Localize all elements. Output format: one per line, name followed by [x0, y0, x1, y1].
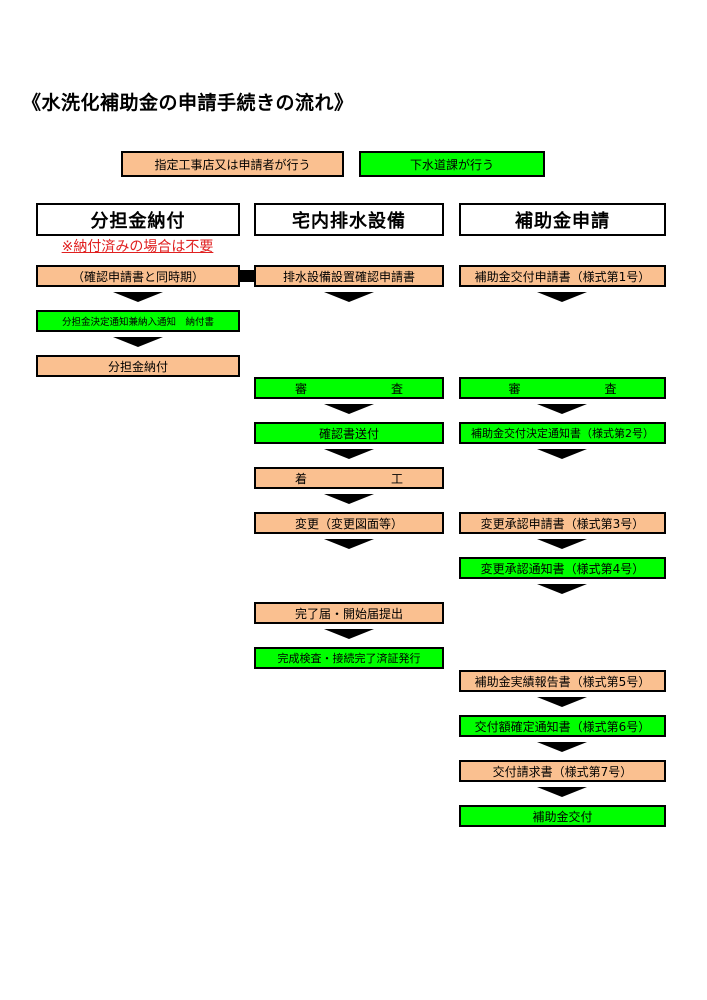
header-left-label: 分担金納付 [90, 210, 186, 232]
arrow-down-icon [537, 292, 587, 302]
right-step-5-label: 変更承認通知書（様式第4号） [480, 561, 645, 576]
right-step-9: 補助金交付 [459, 805, 666, 827]
right-step-1: 補助金交付申請書（様式第1号） [459, 265, 666, 287]
middle-step-2-label: 審 査 [294, 381, 423, 396]
header-right: 補助金申請 [459, 203, 666, 236]
arrow-down-icon [113, 337, 163, 347]
right-step-1-label: 補助金交付申請書（様式第1号） [474, 269, 651, 284]
right-step-6-label: 補助金実績報告書（様式第5号） [474, 674, 651, 689]
right-step-5: 変更承認通知書（様式第4号） [459, 557, 666, 579]
left-step-3: 分担金納付 [36, 355, 240, 377]
middle-step-5: 変更（変更図面等） [254, 512, 444, 534]
arrow-down-icon [537, 539, 587, 549]
arrow-down-icon [537, 742, 587, 752]
arrow-down-icon [324, 494, 374, 504]
left-note: ※納付済みの場合は不要 [61, 239, 214, 255]
header-middle: 宅内排水設備 [254, 203, 444, 236]
header-middle-label: 宅内排水設備 [292, 210, 406, 232]
header-right-label: 補助金申請 [515, 210, 610, 232]
right-step-4-label: 変更承認申請書（様式第3号） [480, 516, 645, 531]
middle-step-2: 審 査 [254, 377, 444, 399]
arrow-down-icon [537, 787, 587, 797]
middle-step-7: 完成検査・接続完了済証発行 [254, 647, 444, 669]
left-step-1-label: （確認申請書と同時期） [71, 269, 204, 284]
right-step-3-label: 補助金交付決定通知書（様式第2号） [471, 427, 654, 440]
legend-contractor: 指定工事店又は申請者が行う [121, 151, 344, 177]
arrow-down-icon [537, 449, 587, 459]
middle-step-5-label: 変更（変更図面等） [294, 516, 403, 531]
middle-step-4: 着 工 [254, 467, 444, 489]
legend-sewer-dept: 下水道課が行う [359, 151, 545, 177]
left-step-2: 分担金決定通知兼納入通知 納付書 [36, 310, 240, 332]
right-step-4: 変更承認申請書（様式第3号） [459, 512, 666, 534]
middle-step-4-label: 着 工 [294, 471, 423, 486]
right-step-8: 交付請求書（様式第7号） [459, 760, 666, 782]
arrow-down-icon [113, 292, 163, 302]
middle-step-1: 排水設備設置確認申請書 [254, 265, 444, 287]
arrow-down-icon [537, 404, 587, 414]
right-step-6: 補助金実績報告書（様式第5号） [459, 670, 666, 692]
right-step-7-label: 交付額確定通知書（様式第6号） [474, 719, 651, 734]
middle-step-3-label: 確認書送付 [318, 426, 379, 441]
header-left: 分担金納付 [36, 203, 240, 236]
right-step-2-label: 審 査 [508, 381, 637, 396]
arrow-down-icon [324, 449, 374, 459]
arrow-down-icon [324, 404, 374, 414]
middle-step-6: 完了届・開始届提出 [254, 602, 444, 624]
arrow-down-icon [537, 697, 587, 707]
arrow-down-icon [324, 292, 374, 302]
page-title: 《水洗化補助金の申請手続きの流れ》 [22, 92, 354, 114]
arrow-down-icon [537, 584, 587, 594]
left-step-1: （確認申請書と同時期） [36, 265, 240, 287]
right-step-2: 審 査 [459, 377, 666, 399]
right-step-3: 補助金交付決定通知書（様式第2号） [459, 422, 666, 444]
connector-line [240, 270, 254, 282]
legend-sewer-dept-label: 下水道課が行う [409, 157, 494, 172]
arrow-down-icon [324, 629, 374, 639]
left-step-3-label: 分担金納付 [107, 359, 168, 374]
middle-step-1-label: 排水設備設置確認申請書 [282, 269, 415, 284]
right-step-9-label: 補助金交付 [532, 809, 593, 824]
middle-step-3: 確認書送付 [254, 422, 444, 444]
arrow-down-icon [324, 539, 374, 549]
left-step-2-label: 分担金決定通知兼納入通知 納付書 [61, 317, 214, 328]
right-step-7: 交付額確定通知書（様式第6号） [459, 715, 666, 737]
middle-step-7-label: 完成検査・接続完了済証発行 [277, 652, 421, 665]
right-step-8-label: 交付請求書（様式第7号） [492, 764, 633, 779]
legend-contractor-label: 指定工事店又は申請者が行う [154, 157, 311, 172]
middle-step-6-label: 完了届・開始届提出 [294, 606, 403, 621]
